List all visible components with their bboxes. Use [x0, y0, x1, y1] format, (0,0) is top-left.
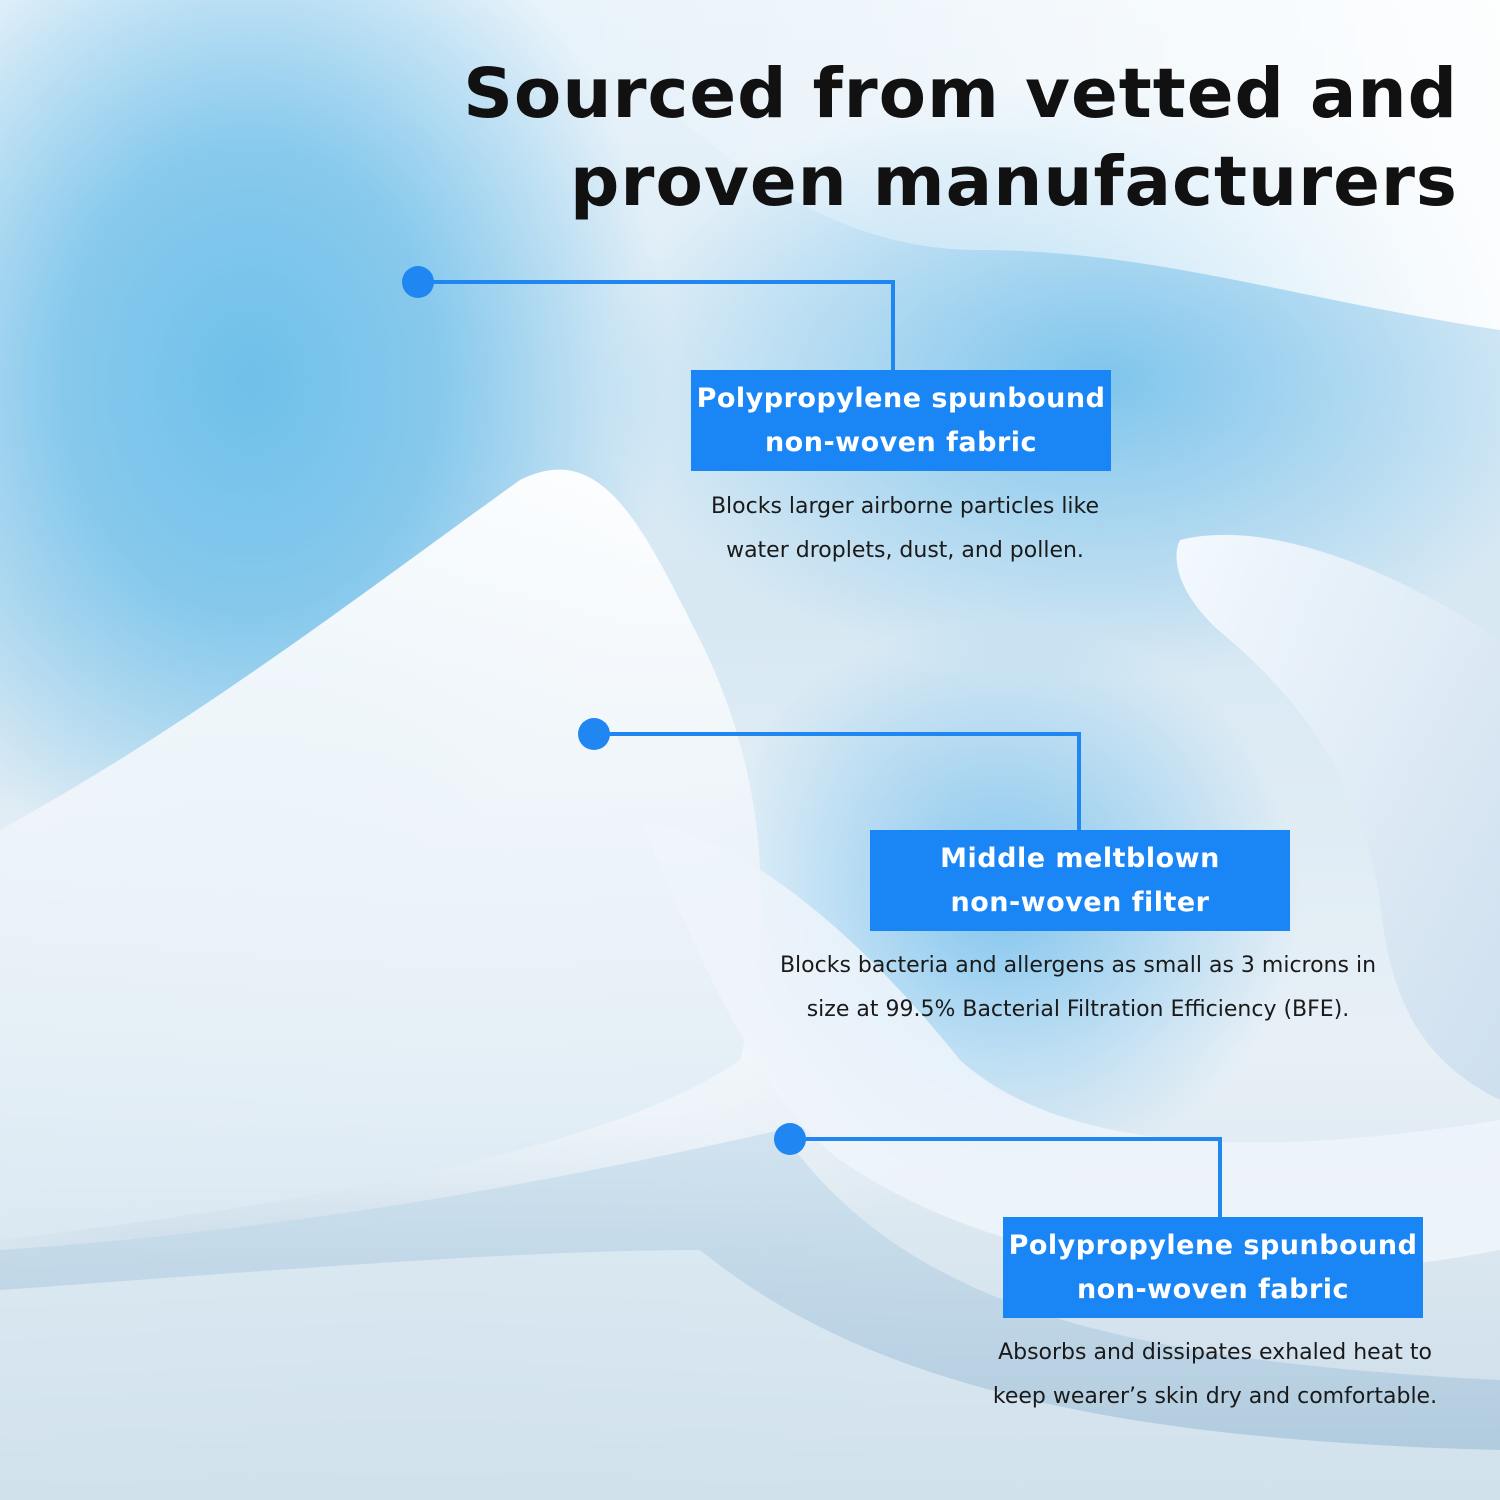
description-inner-layer-line-2: keep wearer’s skin dry and comfortable.	[992, 1384, 1438, 1409]
page-title: Sourced from vetted and proven manufactu…	[463, 50, 1458, 226]
callout-line-outer-layer	[418, 280, 895, 284]
callout-line-middle-filter	[594, 732, 1081, 736]
callout-connector-outer-layer	[891, 280, 895, 370]
label-outer-layer-line-2: non-woven fabric	[764, 426, 1038, 458]
description-middle-filter-line-1: Blocks bacteria and allergens as small a…	[779, 953, 1377, 978]
label-inner-layer-line-2: non-woven fabric	[1076, 1273, 1350, 1305]
label-inner-layer-line-1: Polypropylene spunbound	[1008, 1229, 1418, 1261]
description-inner-layer: Absorbs and dissipates exhaled heat to k…	[955, 1331, 1475, 1419]
label-outer-layer-line-1: Polypropylene spunbound	[696, 382, 1106, 414]
label-middle-filter-line-2: non-woven filter	[950, 886, 1210, 918]
callout-line-inner-layer	[790, 1137, 1222, 1141]
description-middle-filter-line-2: size at 99.5% Bacterial Filtration Effic…	[806, 997, 1350, 1022]
label-outer-layer: Polypropylene spunbound non-woven fabric	[691, 370, 1111, 471]
label-middle-filter-line-1: Middle meltblown	[940, 842, 1220, 874]
label-inner-layer: Polypropylene spunbound non-woven fabric	[1003, 1217, 1423, 1318]
description-outer-layer-line-2: water droplets, dust, and pollen.	[726, 538, 1084, 563]
label-middle-filter: Middle meltblown non-woven filter	[870, 830, 1290, 931]
title-line-2: proven manufacturers	[570, 142, 1458, 222]
title-line-1: Sourced from vetted and	[463, 54, 1458, 134]
callout-connector-inner-layer	[1218, 1137, 1222, 1217]
callout-connector-middle-filter	[1077, 732, 1081, 830]
description-outer-layer-line-1: Blocks larger airborne particles like	[710, 494, 1100, 519]
description-middle-filter: Blocks bacteria and allergens as small a…	[738, 944, 1418, 1032]
description-inner-layer-line-1: Absorbs and dissipates exhaled heat to	[998, 1340, 1432, 1365]
description-outer-layer: Blocks larger airborne particles like wa…	[655, 485, 1155, 573]
